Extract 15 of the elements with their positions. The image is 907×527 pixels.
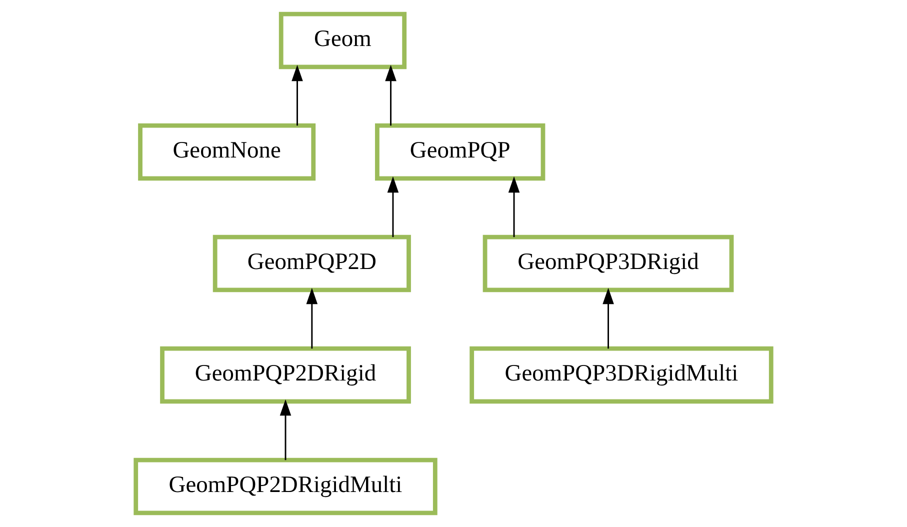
node-box: GeomPQP2DRigidMulti xyxy=(134,458,438,516)
node-box: GeomPQP3DRigidMulti xyxy=(470,346,774,404)
node-box: GeomPQP2DRigid xyxy=(160,346,411,404)
arrow xyxy=(508,176,520,238)
arrow xyxy=(306,288,318,349)
node-box: Geom xyxy=(278,12,407,70)
arrow xyxy=(385,64,396,126)
node-box: GeomPQP xyxy=(375,123,546,181)
node-box: GeomPQP2D xyxy=(212,234,411,292)
node-box: GeomNone xyxy=(138,123,316,181)
arrow xyxy=(292,64,303,126)
arrow xyxy=(387,176,399,238)
node-box: GeomPQP3DRigid xyxy=(482,234,734,292)
arrow xyxy=(280,399,292,460)
arrow xyxy=(602,288,614,349)
